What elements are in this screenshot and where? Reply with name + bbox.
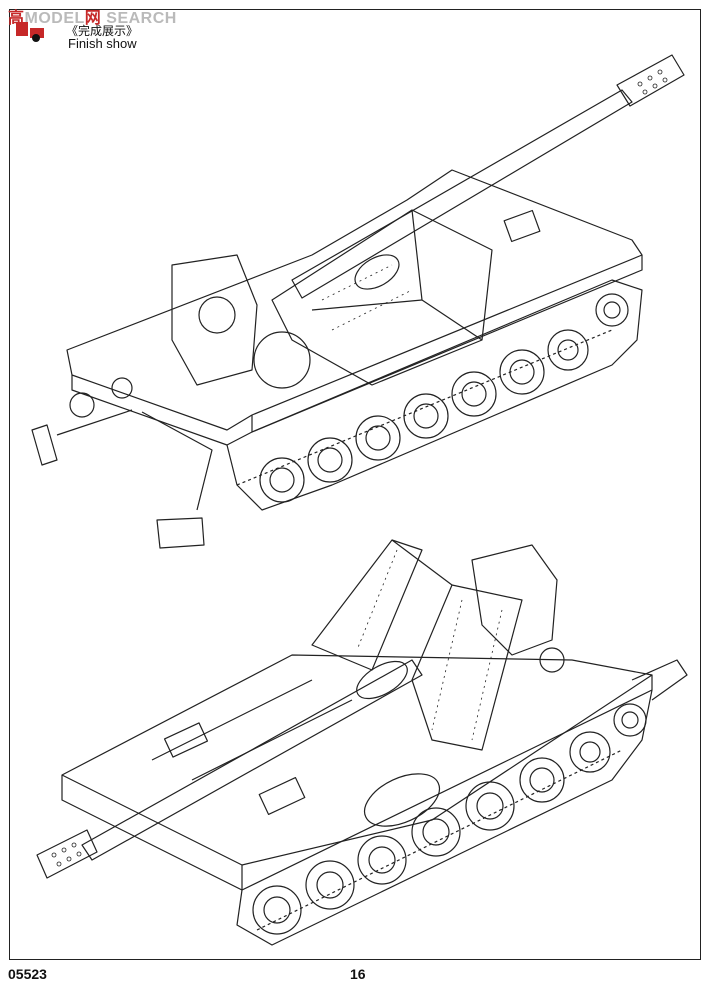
bottom-hull-front — [61, 775, 243, 891]
bottom-deck-details — [151, 679, 353, 781]
bottom-armor-plate-left — [311, 539, 423, 671]
top-track-links — [236, 329, 613, 486]
title-chinese: 《完成展示》 — [66, 24, 139, 38]
bottom-armor-rivets — [356, 549, 503, 741]
top-muzzle-holes — [637, 69, 668, 95]
top-hull-side-front — [71, 375, 253, 446]
top-muzzle-brake — [616, 54, 685, 107]
top-breech-block — [171, 254, 258, 386]
brand-char-2: 网 — [84, 10, 102, 27]
bottom-armor-top-edge — [391, 539, 453, 586]
top-casemate — [271, 209, 493, 386]
bottom-muzzle-holes — [51, 842, 82, 867]
bottom-side-hatch — [163, 722, 209, 758]
brand-ghost-2: SEARCH — [106, 10, 177, 27]
top-view-gun-vehicle — [31, 54, 685, 549]
top-trail-arm-right — [141, 411, 213, 511]
brand-logo-icon — [16, 22, 44, 42]
brand-watermark: 高MODEL网 SEARCH — [8, 4, 177, 28]
top-trail-arm-left — [56, 409, 133, 436]
bottom-breech-housing — [471, 544, 558, 656]
bottom-road-wheels — [252, 703, 647, 935]
top-spade-left — [31, 424, 58, 466]
top-casemate-edge — [411, 209, 483, 341]
brand-ghost-1: MODEL — [24, 10, 85, 27]
top-barrel — [291, 89, 633, 299]
header: 高MODEL网 SEARCH 《完成展示》 Finish show — [8, 4, 308, 51]
bottom-rear-spade — [631, 659, 688, 701]
product-code: 05523 — [8, 966, 47, 982]
bottom-round-hatch — [363, 773, 441, 827]
top-track — [226, 279, 643, 511]
top-barrel-cradle — [354, 254, 400, 290]
bottom-view-gun-vehicle — [36, 539, 688, 946]
bottom-elevation-wheel — [539, 647, 565, 673]
model-illustrations — [31, 54, 688, 946]
bottom-track — [236, 689, 653, 946]
top-rivet-row — [321, 264, 413, 331]
top-hatch — [503, 209, 541, 243]
top-hull-deck — [66, 169, 643, 431]
bottom-track-links — [256, 749, 623, 931]
bottom-armor-plate-right — [411, 584, 523, 751]
top-breech-wheel — [198, 296, 236, 334]
page-border — [9, 9, 701, 960]
bottom-front-hatch — [258, 776, 306, 816]
top-hull-side — [251, 255, 643, 433]
top-casemate-seam — [311, 299, 423, 311]
bottom-barrel — [81, 659, 423, 861]
bottom-hull-side — [241, 675, 653, 891]
page-number: 16 — [350, 966, 366, 982]
title-english: Finish show — [68, 36, 137, 51]
top-spade-right — [156, 517, 205, 549]
bottom-barrel-cradle — [356, 660, 408, 700]
top-road-wheels — [69, 293, 629, 503]
top-turntable — [253, 331, 311, 389]
bottom-muzzle-brake — [36, 829, 98, 879]
